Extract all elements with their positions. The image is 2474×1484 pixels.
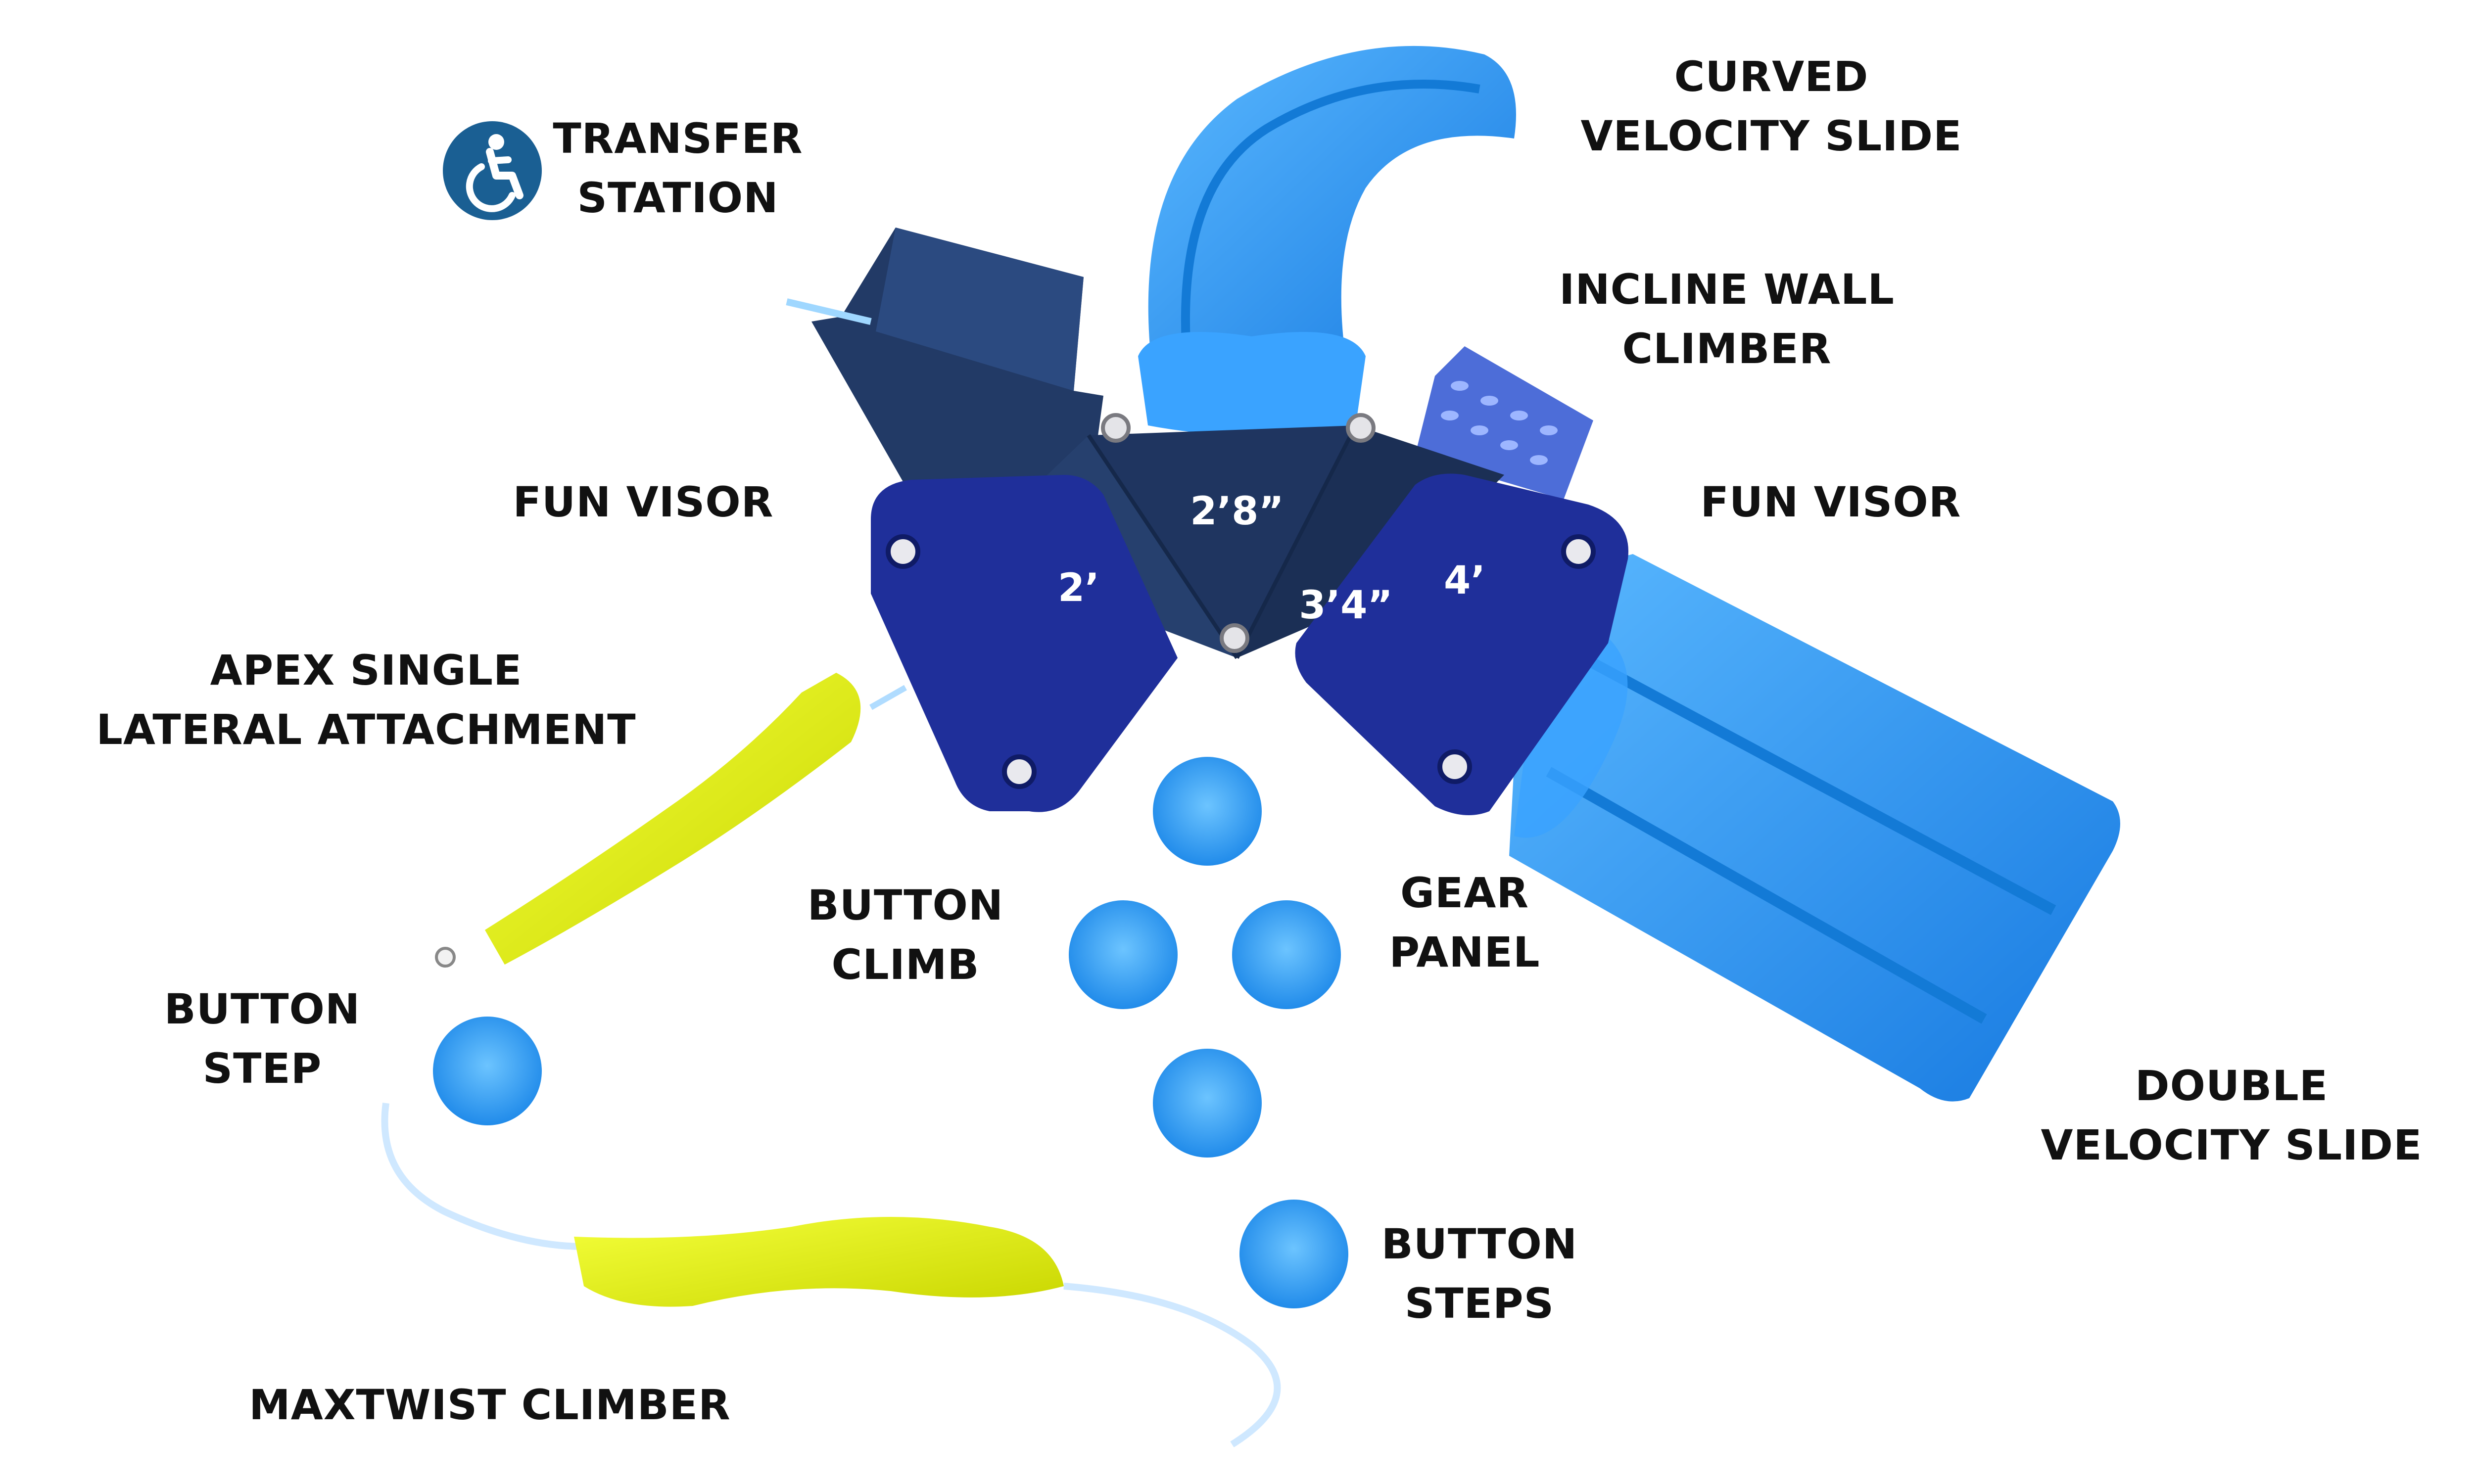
apex-single-lateral-attachment — [435, 673, 907, 968]
deck-height-right: 4’ — [1444, 558, 1485, 603]
accessibility-badge — [443, 121, 542, 220]
wheelchair-accessibility-icon — [466, 134, 523, 212]
deck-height-center: 2’8” — [1190, 489, 1284, 534]
label-apex-single-lateral-attachment: APEX SINGLE LATERAL ATTACHMENT — [96, 646, 636, 754]
transfer-station — [786, 228, 1103, 505]
maxtwist-climber — [381, 1103, 1281, 1447]
label-gear-panel: GEAR PANEL — [1389, 869, 1540, 976]
label-incline-wall-climber: INCLINE WALL CLIMBER — [1559, 265, 1895, 373]
label-fun-visor-left: FUN VISOR — [513, 478, 774, 526]
deck-height-left: 2’ — [1058, 566, 1099, 610]
button-climb — [1069, 757, 1341, 1158]
double-velocity-slide — [1509, 554, 2120, 1102]
label-fun-visor-right: FUN VISOR — [1700, 478, 1961, 526]
deck-posts — [1101, 413, 1376, 653]
label-button-climb: BUTTON CLIMB — [807, 881, 1004, 989]
label-double-velocity-slide: DOUBLE VELOCITY SLIDE — [2041, 1062, 2423, 1169]
label-button-step: BUTTON STEP — [164, 985, 361, 1093]
button-steps-shape — [1239, 1200, 1348, 1308]
fun-visor-left-panel — [871, 475, 1178, 812]
deck-height-middle: 3’4” — [1299, 583, 1392, 628]
label-curved-velocity-slide: CURVED VELOCITY SLIDE — [1580, 52, 1962, 160]
label-maxtwist-climber: MAXTWIST CLIMBER — [249, 1381, 731, 1429]
button-step-shape — [433, 1017, 542, 1125]
label-button-steps: BUTTON STEPS — [1381, 1220, 1578, 1328]
fun-visor-right-panel — [1295, 473, 1628, 815]
curved-velocity-slide — [1138, 46, 1516, 435]
label-transfer-station: TRANSFER STATION — [553, 114, 803, 222]
